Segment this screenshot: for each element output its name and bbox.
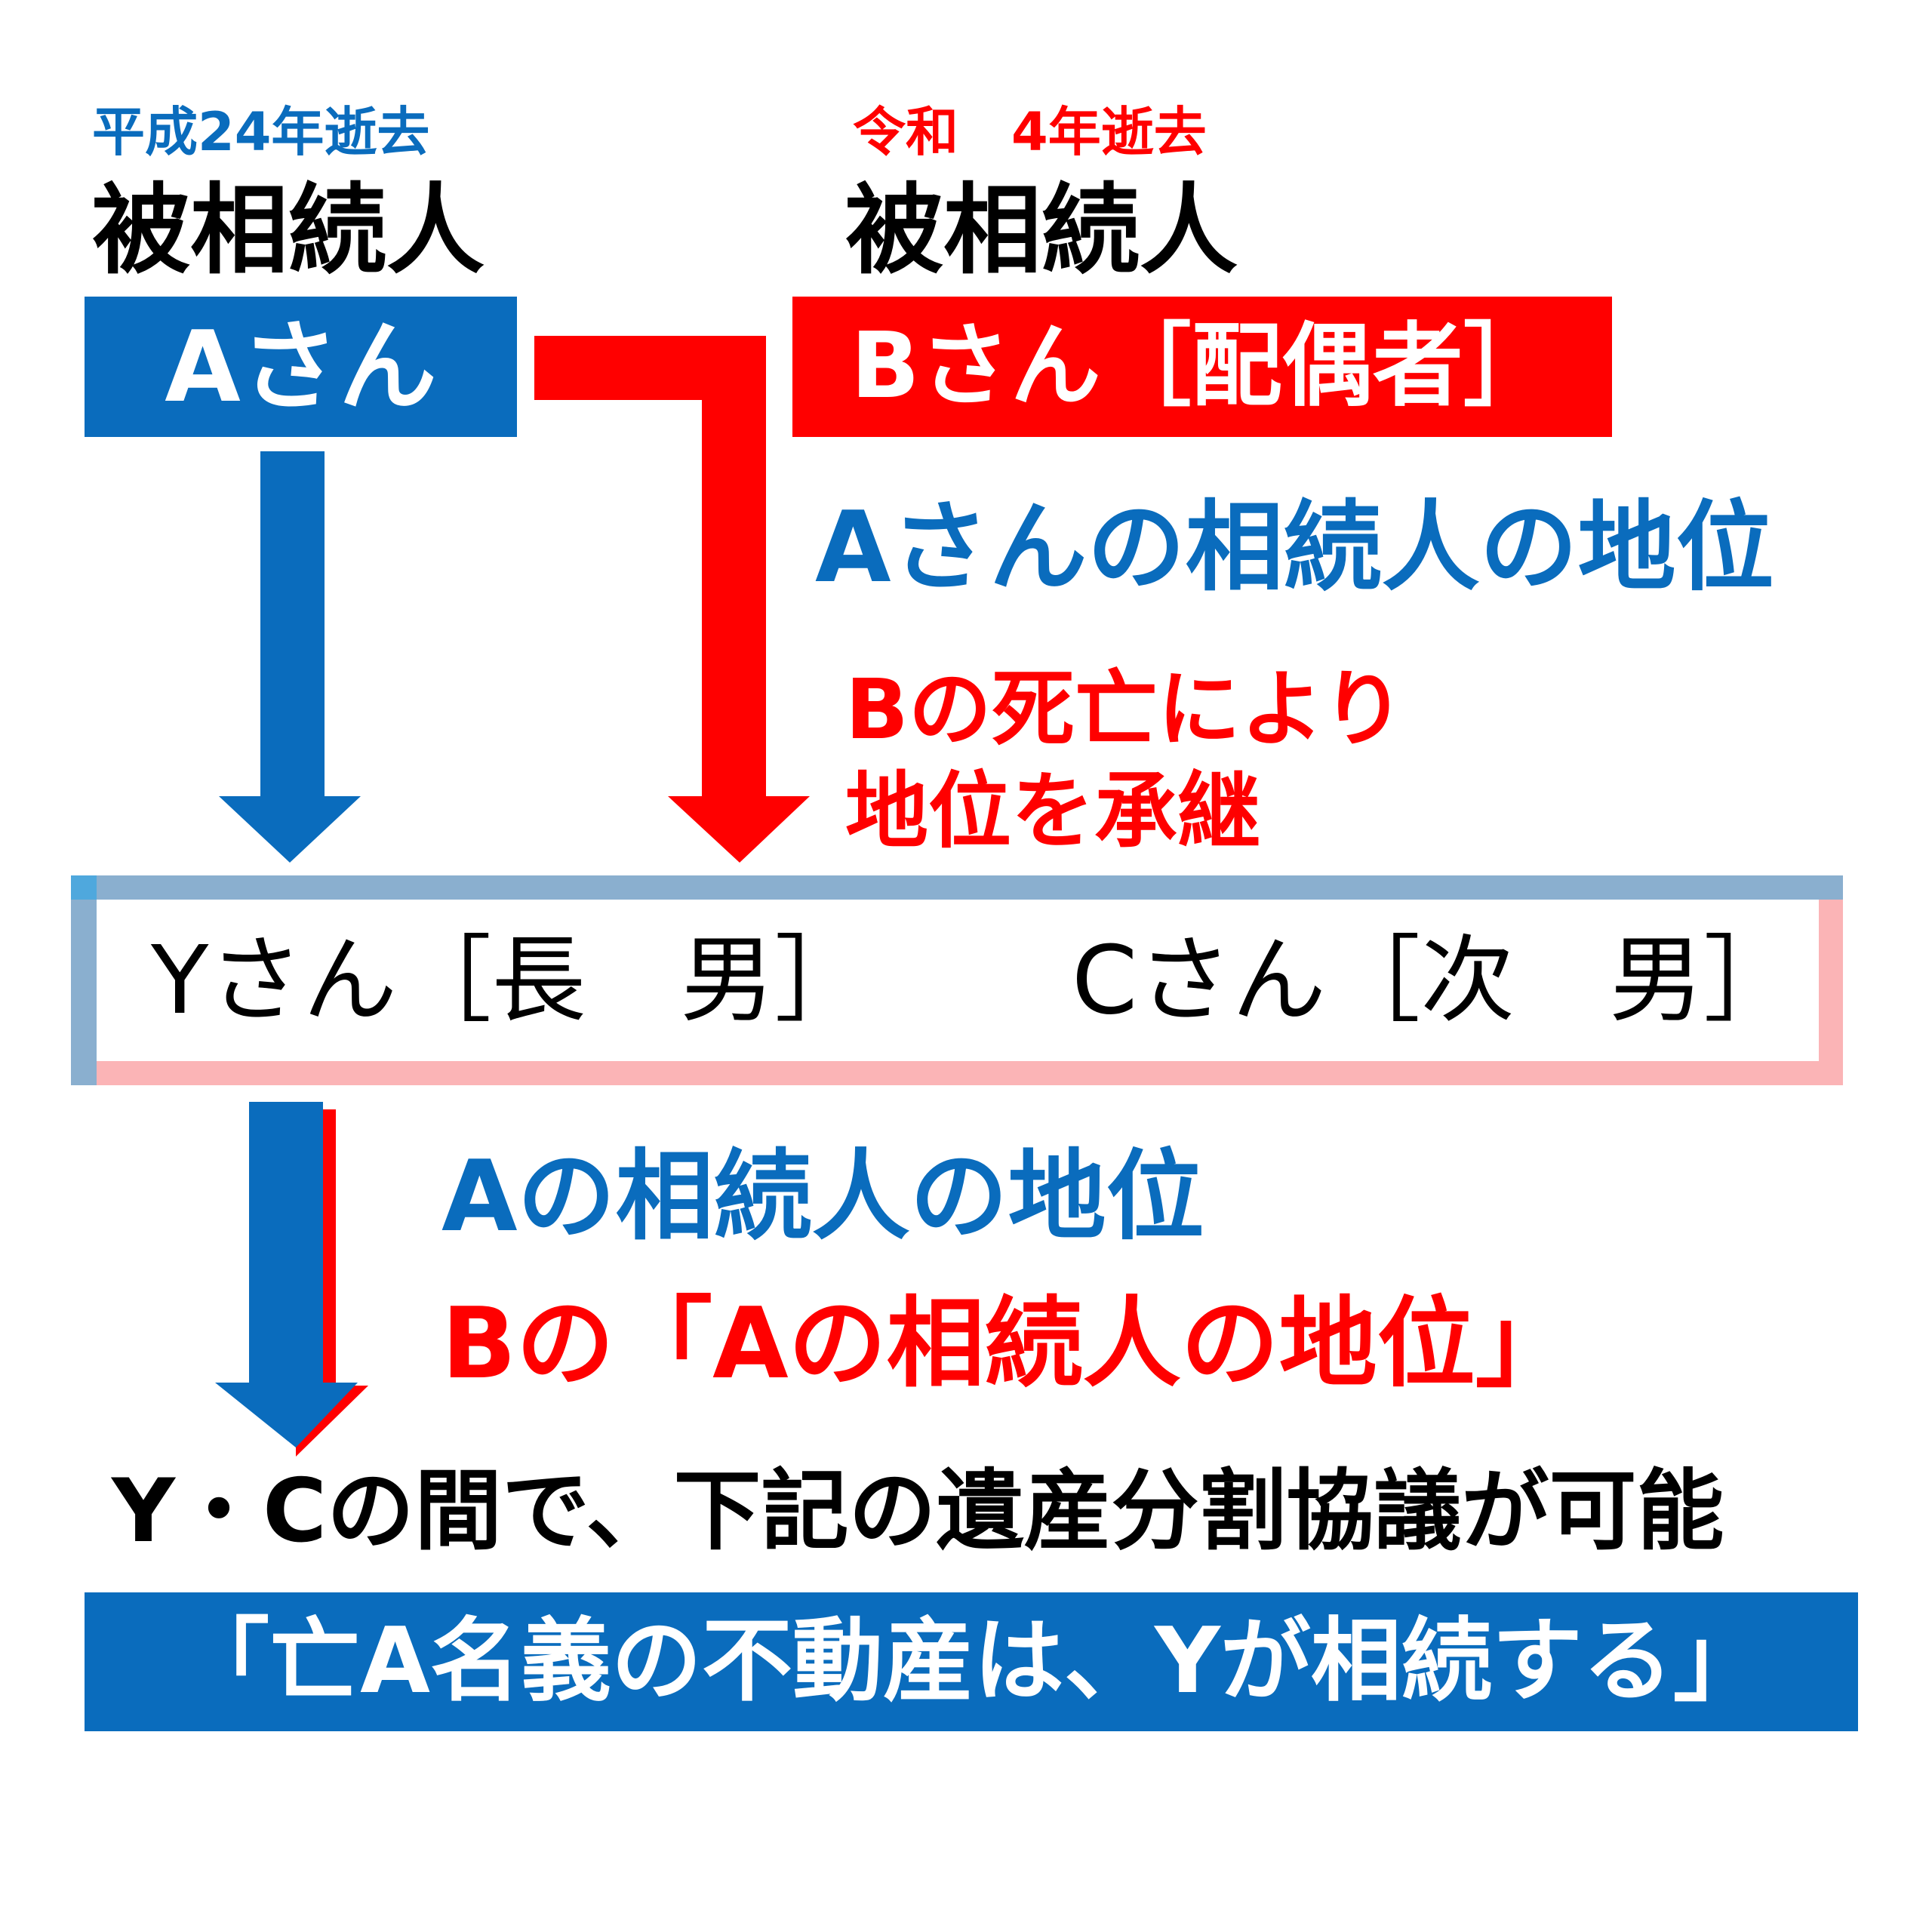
person-b-name: Bさん［配偶者］: [851, 314, 1554, 419]
heirs-box: [71, 875, 1843, 1085]
heir-y: Yさん［長 男］: [151, 926, 869, 1035]
note-b-succession-line2: 地位を承継: [845, 763, 1260, 860]
person-b-date: 令和 4年逝去: [853, 101, 1207, 163]
person-a-name: Aさん: [165, 309, 437, 424]
person-a-box: Aさん: [85, 297, 517, 437]
heir-c: Cさん［次 男］: [1072, 926, 1798, 1035]
heirs-box-corner: [71, 875, 97, 900]
arrow-b-to-heirs: [534, 336, 810, 863]
person-a-date: 平成24年逝去: [92, 101, 430, 163]
person-b-box: Bさん［配偶者］: [792, 297, 1612, 437]
inherited-b-status: Bの「Aの相続人の地位」: [441, 1286, 1574, 1401]
arrow-a-to-heirs: [219, 451, 361, 863]
heirs-box-border-bottom: [97, 1061, 1843, 1085]
conclusion-statement: Y・Cの間で、下記の遺産分割協議が可能: [112, 1460, 1724, 1562]
arrow-heirs-to-conclusion: [215, 1102, 368, 1457]
note-b-succession-line1: Bの死亡により: [845, 661, 1405, 758]
agreement-text: 「亡A名義の不動産は、Yが相続する」: [179, 1609, 1764, 1714]
heirs-box-border-top: [71, 875, 1843, 900]
note-a-heir-status: Aさんの相続人の地位: [815, 490, 1774, 605]
heirs-box-border-left: [71, 875, 97, 1085]
agreement-box: 「亡A名義の不動産は、Yが相続する」: [85, 1592, 1858, 1731]
person-b-role: 被相続人: [845, 173, 1238, 288]
heirs-box-border-right: [1819, 900, 1843, 1085]
person-a-role: 被相続人: [92, 173, 485, 288]
inherited-a-status: Aの相続人の地位: [441, 1139, 1204, 1254]
